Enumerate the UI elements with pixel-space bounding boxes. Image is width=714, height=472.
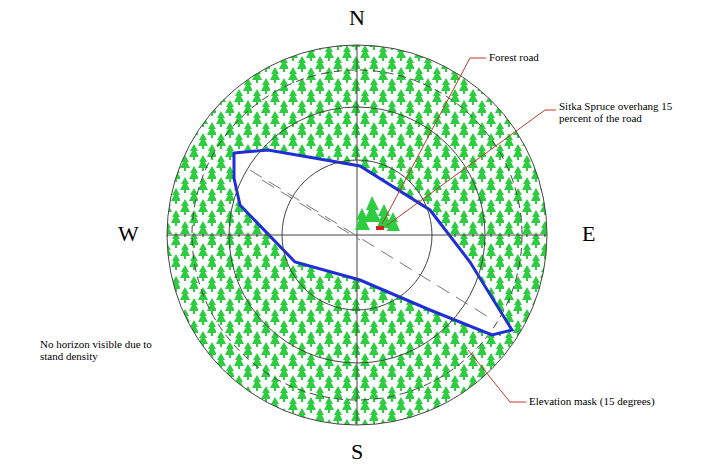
sky-window [234,150,512,335]
grid [167,45,547,425]
compass-east: E [582,222,595,246]
overhang-trees [355,196,400,231]
overhang-label: Sitka Spruce overhang 15 percent of the … [559,100,699,124]
mask-label: Elevation mask (15 degrees) [529,395,699,407]
road-label: Forest road [489,51,609,63]
leader-lines [382,58,556,402]
compass-north: N [349,6,365,30]
compass-west: W [118,222,139,246]
forest-stand [167,45,547,425]
horizon-note: No horizon visible due to stand density [40,338,170,362]
compass-south: S [351,440,363,464]
forest-road [376,226,384,230]
